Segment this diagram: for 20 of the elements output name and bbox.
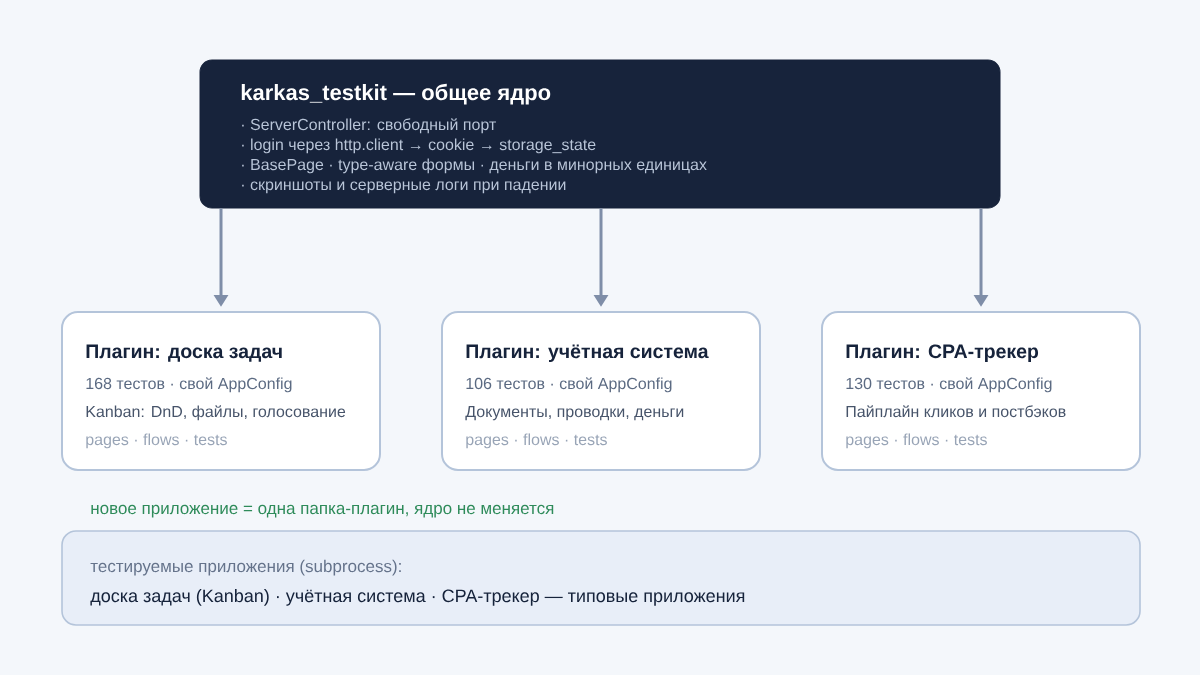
muted-text: pages · flows · tests [846,433,987,449]
box-heading: Плагин: доска задач [86,344,282,362]
box-heading: Плагин: CPA-трекер [846,344,1039,363]
list-item: · BasePage · type-aware формы · деньги в минорных единицах [242,158,707,174]
body-text: Документы, проводки, деньги [465,406,684,421]
note-text: новое приложение = одна папка-плагин, ядро не меняется [91,504,554,518]
body-text: 168 тестов · свой AppConfig [86,377,292,393]
body-text: 106 тестов · свой AppConfig [466,377,672,393]
list-item: · скриншоты и серверные логи при падении [242,181,566,194]
body-text: Пайплайн кликов и постбэков [846,405,1066,418]
list-item: · ServerController: свободный порт [242,118,496,134]
body-text: 130 тестов · свой AppConfig [846,377,1052,393]
body-text: Kanban: DnD, файлы, голосование [86,405,346,421]
body-text: тестируемые приложения (subprocess): [90,559,401,576]
box-heading: karkas_testkit — общее ядро [241,83,551,105]
muted-text: pages · flows · tests [466,433,607,449]
muted-text: pages · flows · tests [86,433,227,449]
body-text: доска задач (Kanban) · учётная система · CPA-трекер — типовые приложения [90,588,745,606]
box-heading: Плагин: учётная система [466,344,709,363]
list-item: · login через http.client → cookie → storage_state [242,138,596,154]
